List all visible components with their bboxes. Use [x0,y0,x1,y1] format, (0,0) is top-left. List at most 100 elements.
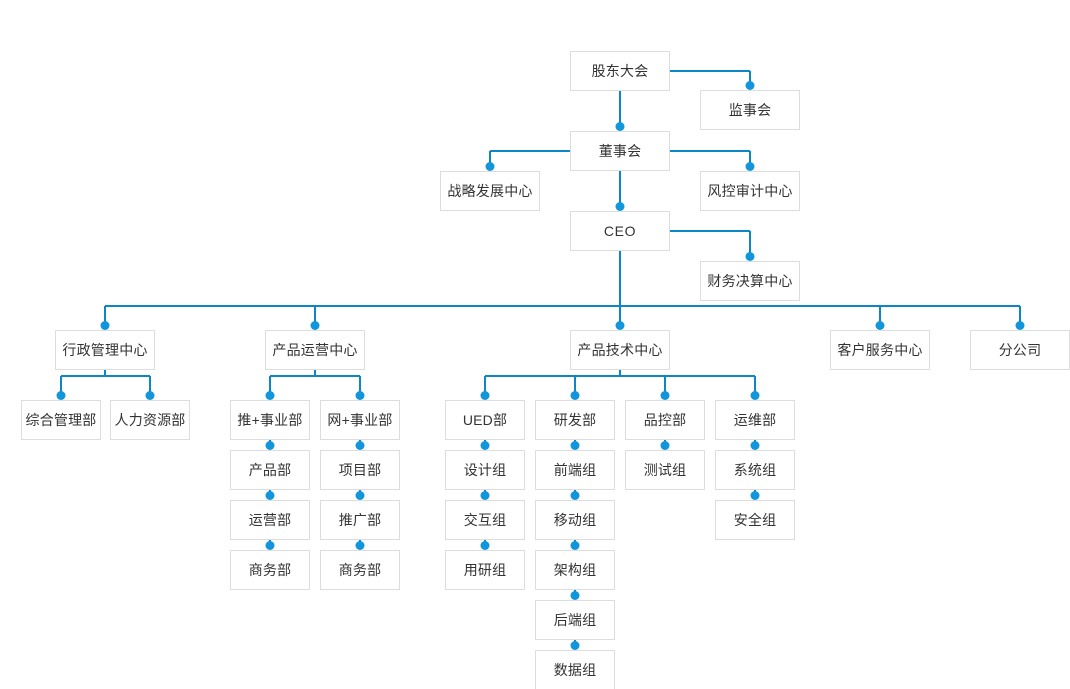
org-node-label: 产品部 [248,462,292,478]
connector-dot [265,491,275,500]
org-node-label: 行政管理中心 [62,342,148,358]
org-node-branch[interactable]: 分公司 [970,330,1070,370]
org-node-project-dept[interactable]: 项目部 [320,450,400,490]
org-node-finance-center[interactable]: 财务决算中心 [700,261,800,301]
org-node-risk-audit[interactable]: 风控审计中心 [700,171,800,211]
org-node-label: 分公司 [998,342,1042,358]
connector-dot [145,391,155,400]
org-node-research-group[interactable]: 用研组 [445,550,525,590]
connector-dot [570,441,580,450]
org-node-label: 推广部 [338,512,382,528]
connector-dot [480,491,490,500]
connector-dot [480,541,490,550]
org-node-label: 后端组 [553,612,597,628]
connector-dot [570,491,580,500]
org-node-security-group[interactable]: 安全组 [715,500,795,540]
org-node-label: 风控审计中心 [707,183,793,199]
org-node-label: 监事会 [728,102,772,118]
org-node-label: 战略发展中心 [447,183,533,199]
connector-dot [310,321,320,330]
org-node-product-dept[interactable]: 产品部 [230,450,310,490]
org-node-frontend-group[interactable]: 前端组 [535,450,615,490]
connector-dot [570,591,580,600]
org-node-interaction-group[interactable]: 交互组 [445,500,525,540]
connector-dot [355,441,365,450]
org-node-ued-dept[interactable]: UED部 [445,400,525,440]
org-node-supervisory[interactable]: 监事会 [700,90,800,130]
org-node-rd-dept[interactable]: 研发部 [535,400,615,440]
org-node-label: 推+事业部 [237,412,303,428]
connector-dot [100,321,110,330]
org-node-label: 交互组 [463,512,507,528]
connector-dot [750,441,760,450]
org-node-design-group[interactable]: 设计组 [445,450,525,490]
org-node-backend-group[interactable]: 后端组 [535,600,615,640]
org-node-wang-unit[interactable]: 网+事业部 [320,400,400,440]
org-node-label: 项目部 [338,462,382,478]
connector-dot [480,391,490,400]
org-node-label: 研发部 [553,412,597,428]
connector-dot [480,441,490,450]
org-node-system-group[interactable]: 系统组 [715,450,795,490]
connector-dot [265,391,275,400]
org-node-tui-unit[interactable]: 推+事业部 [230,400,310,440]
org-node-label: 设计组 [463,462,507,478]
org-node-label: 前端组 [553,462,597,478]
org-node-label: 产品技术中心 [577,342,663,358]
connector-dot [355,391,365,400]
org-node-label: 网+事业部 [327,412,393,428]
org-node-ops-center[interactable]: 产品运营中心 [265,330,365,370]
org-node-ceo[interactable]: CEO [570,211,670,251]
connector-dot [745,162,755,171]
org-node-label: 运营部 [248,512,292,528]
org-node-mobile-group[interactable]: 移动组 [535,500,615,540]
connector-dot [750,391,760,400]
connector-dot [485,162,495,171]
connector-dot [355,491,365,500]
connector-dot [1015,321,1025,330]
connector-dot [355,541,365,550]
org-node-hr-dept[interactable]: 人力资源部 [110,400,190,440]
connector-dot [570,641,580,650]
org-node-label: 安全组 [733,512,777,528]
org-node-business-dept-1[interactable]: 商务部 [230,550,310,590]
org-node-promotion-dept[interactable]: 推广部 [320,500,400,540]
connector-dot [750,491,760,500]
org-node-board[interactable]: 董事会 [570,131,670,171]
org-node-shareholders[interactable]: 股东大会 [570,51,670,91]
org-node-label: 运维部 [733,412,777,428]
org-node-label: 架构组 [553,562,597,578]
org-node-label: 测试组 [643,462,687,478]
org-node-service-center[interactable]: 客户服务中心 [830,330,930,370]
org-node-test-group[interactable]: 测试组 [625,450,705,490]
org-node-label: 商务部 [248,562,292,578]
org-node-admin-center[interactable]: 行政管理中心 [55,330,155,370]
org-node-business-dept-2[interactable]: 商务部 [320,550,400,590]
org-node-label: 财务决算中心 [707,273,793,289]
connector-dot [570,541,580,550]
org-node-label: UED部 [462,412,508,428]
org-node-label: 人力资源部 [114,412,186,428]
org-node-label: CEO [603,223,637,239]
connector-dot [265,541,275,550]
connector-dot [615,122,625,131]
org-node-label: 品控部 [643,412,687,428]
org-node-label: 移动组 [553,512,597,528]
org-node-general-admin[interactable]: 综合管理部 [21,400,101,440]
org-node-label: 股东大会 [591,63,649,79]
org-node-qc-dept[interactable]: 品控部 [625,400,705,440]
org-node-label: 数据组 [553,662,597,678]
org-node-data-group[interactable]: 数据组 [535,650,615,689]
org-node-operation-dept[interactable]: 运营部 [230,500,310,540]
connector-dot [570,391,580,400]
connector-dot [660,391,670,400]
org-node-label: 董事会 [598,143,642,159]
org-node-tech-center[interactable]: 产品技术中心 [570,330,670,370]
org-node-devops-dept[interactable]: 运维部 [715,400,795,440]
org-node-architecture-group[interactable]: 架构组 [535,550,615,590]
connector-dot [875,321,885,330]
connector-dot [660,441,670,450]
org-node-strategy-center[interactable]: 战略发展中心 [440,171,540,211]
connector-dot [265,441,275,450]
org-node-label: 客户服务中心 [837,342,923,358]
